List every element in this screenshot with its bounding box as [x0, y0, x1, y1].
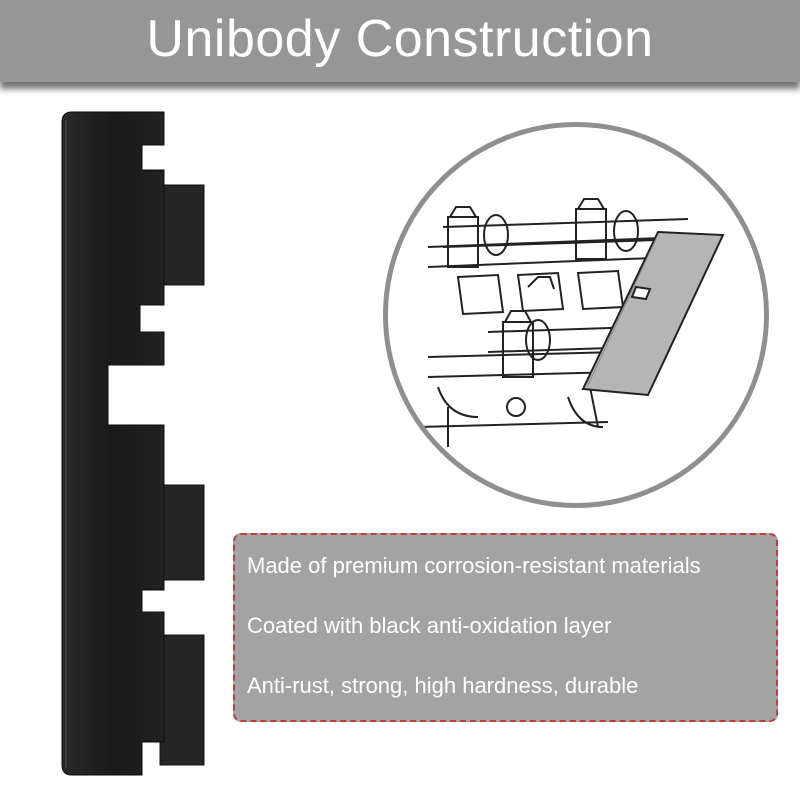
- tool-tab-bottom: [159, 634, 205, 766]
- feature-text: Coated with black anti-oxidation layer: [247, 613, 612, 638]
- camshaft-diagram: [417, 198, 725, 447]
- tool-plate-illustration: [581, 230, 725, 397]
- title-banner: Unibody Construction: [0, 0, 800, 82]
- feature-text: Anti-rust, strong, high hardness, durabl…: [247, 673, 639, 698]
- tool-tab-top: [159, 184, 205, 286]
- tool-body: [61, 111, 165, 776]
- installation-illustration: [383, 122, 769, 508]
- features-panel: Made of premium corrosion-resistant mate…: [233, 533, 778, 722]
- tool-tab-middle: [159, 484, 205, 581]
- feature-text: Made of premium corrosion-resistant mate…: [247, 553, 701, 578]
- page-title: Unibody Construction: [146, 10, 654, 68]
